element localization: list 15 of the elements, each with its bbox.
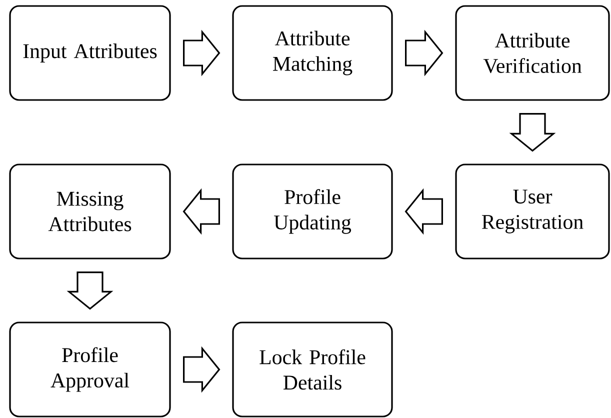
process-box: Input Attributes	[9, 5, 171, 101]
process-box: Lock Profile Details	[232, 322, 393, 418]
block-arrow	[182, 188, 220, 235]
process-box: User Registration	[455, 164, 610, 260]
block-arrow	[66, 272, 114, 310]
process-box: Attribute Matching	[232, 5, 393, 101]
block-arrow	[183, 346, 220, 393]
process-box: Missing Attributes	[9, 164, 171, 260]
block-arrow	[404, 188, 443, 235]
process-box: Profile Updating	[232, 164, 393, 260]
process-box: Attribute Verification	[455, 5, 610, 101]
block-arrow	[183, 30, 220, 76]
block-arrow	[405, 30, 444, 76]
block-arrow	[509, 113, 556, 152]
process-box: Profile Approval	[9, 322, 171, 418]
